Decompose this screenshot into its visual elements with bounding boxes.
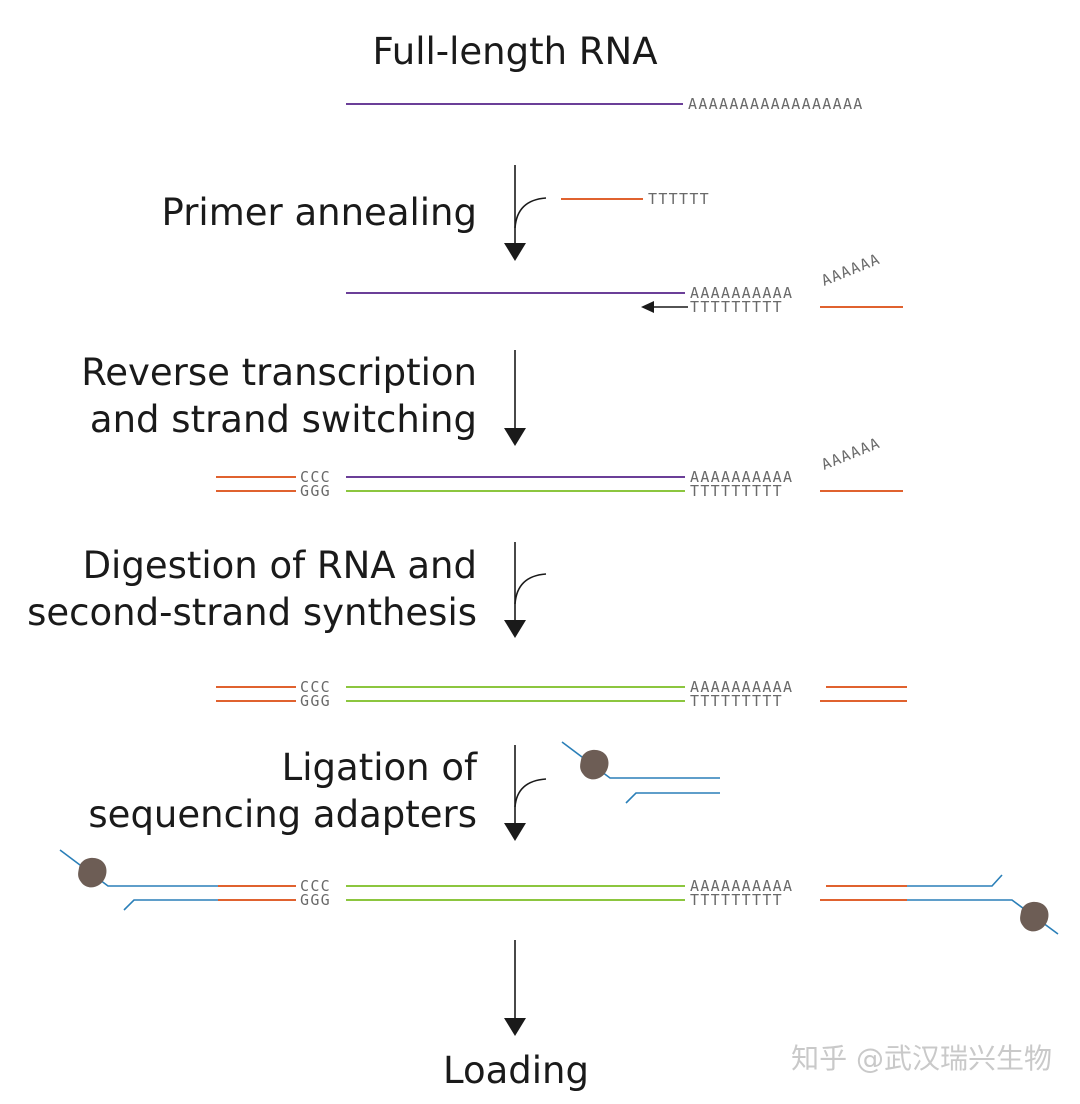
step-label-reverse-transcription: Reverse transcription — [81, 351, 477, 394]
poly-a: AAAAAAAAAA — [690, 877, 793, 895]
adapter-top-strand — [561, 741, 720, 779]
step-label-ligation: Ligation of — [282, 746, 478, 789]
ccc-overhang: CCC — [300, 468, 331, 486]
stage-adapter-ligated-library: CCC AAAAAAAAAA GGG TTTTTTTTT — [59, 849, 1059, 935]
step-label-primer-annealing: Primer annealing — [162, 191, 477, 234]
step-label-loading: Loading — [443, 1049, 589, 1092]
poly-a-overhang: AAAAAA — [819, 434, 883, 474]
stage-rna-cdna-hybrid: CCC AAAAAAAAAA AAAAAA GGG TTTTTTTTT — [216, 434, 903, 500]
down-arrow-head — [504, 243, 526, 261]
adapter-bottom-strand — [625, 792, 720, 804]
ccc: CCC — [300, 877, 331, 895]
poly-a: AAAAAAAAAA — [690, 678, 793, 696]
reagent-curve — [514, 197, 547, 229]
diagram-title: Full-length RNA — [372, 30, 657, 73]
ccc: CCC — [300, 678, 331, 696]
poly-t: TTTTTTTTT — [690, 482, 783, 500]
step-arrow-second-strand — [504, 542, 547, 638]
poly-a-paired: AAAAAAAAAA — [690, 284, 793, 302]
step-label-strand-switching: and strand switching — [90, 398, 477, 441]
motor-protein-icon — [78, 857, 107, 888]
motor-protein-icon — [1020, 901, 1049, 932]
ggg-overhang: GGG — [300, 482, 331, 500]
poly-a-overhang: AAAAAA — [819, 250, 883, 290]
down-arrow-head — [504, 428, 526, 446]
step-arrow-loading — [504, 940, 526, 1036]
sequencing-adapter — [561, 741, 720, 804]
step-arrow-reverse-transcription — [504, 350, 526, 446]
ggg: GGG — [300, 692, 331, 710]
step-label-sequencing-adapters: sequencing adapters — [88, 793, 477, 836]
down-arrow-head — [504, 620, 526, 638]
reagent-curve — [514, 573, 547, 605]
primer-poly-t: TTTTTT — [648, 190, 710, 208]
down-arrow-head — [504, 823, 526, 841]
step-arrow-adapter-ligation — [504, 745, 547, 841]
step-arrow-primer-annealing — [504, 165, 547, 261]
watermark: 知乎 @武汉瑞兴生物 — [791, 1042, 1052, 1075]
left-adapter-bottom — [123, 899, 218, 911]
poly-a-tail: AAAAAAAAAAAAAAAAA — [688, 95, 864, 113]
rt-direction-arrowhead — [641, 301, 654, 313]
step-label-second-strand: second-strand synthesis — [27, 591, 477, 634]
primer-poly-t: TTTTTTTTT — [690, 298, 783, 316]
poly-a-paired: AAAAAAAAAA — [690, 468, 793, 486]
reagent-curve — [514, 778, 547, 808]
stage-primer-annealed: AAAAAAAAAA AAAAAA TTTTTTTTT — [346, 250, 903, 316]
primer: TTTTTT — [561, 190, 710, 208]
poly-t: TTTTTTTTT — [690, 891, 783, 909]
stage-ds-cdna: CCC AAAAAAAAAA GGG TTTTTTTTT — [216, 678, 907, 710]
left-adapter-top — [59, 849, 218, 887]
right-adapter-top — [907, 874, 1003, 887]
down-arrow-head — [504, 1018, 526, 1036]
step-label-digestion: Digestion of RNA and — [83, 544, 477, 587]
ggg: GGG — [300, 891, 331, 909]
stage-full-length-rna: AAAAAAAAAAAAAAAAA — [346, 95, 864, 113]
motor-protein-icon — [580, 749, 609, 780]
poly-t: TTTTTTTTT — [690, 692, 783, 710]
